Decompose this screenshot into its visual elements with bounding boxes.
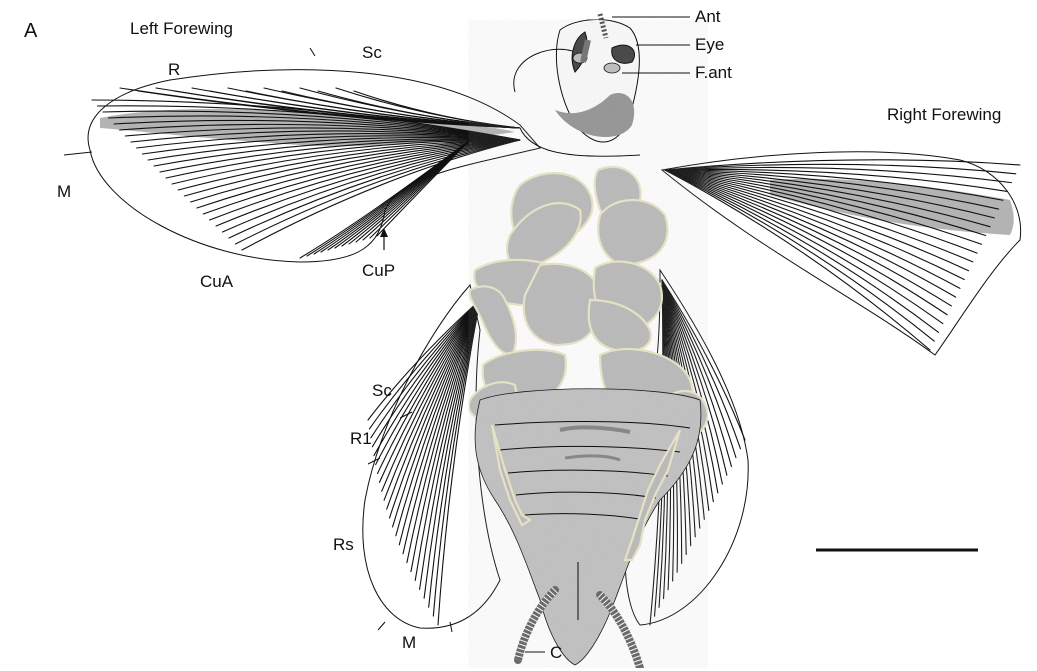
- vein-label-r: R: [168, 60, 180, 79]
- vein-label-cua: CuA: [200, 272, 234, 291]
- cerci-label: C: [550, 643, 562, 662]
- vein-label-m-left: M: [57, 182, 71, 201]
- vein-label-r1: R1: [350, 429, 372, 448]
- wing-vein: [235, 140, 520, 244]
- frontal-antenna-label: F.ant: [695, 63, 732, 82]
- left-forewing: [88, 70, 540, 262]
- vein-label-cup: CuP: [362, 261, 395, 280]
- vein-label-sc-upper: Sc: [362, 43, 382, 62]
- right-forewing: [662, 152, 1021, 355]
- left-forewing-label: Left Forewing: [130, 19, 233, 38]
- vein-label-sc-hind: Sc: [372, 381, 392, 400]
- panel-letter: A: [24, 20, 38, 42]
- eye-label: Eye: [695, 35, 724, 54]
- right-forewing-label: Right Forewing: [887, 105, 1001, 124]
- vein-label-rs: Rs: [333, 535, 354, 554]
- vein-label-m-hind: M: [402, 633, 416, 652]
- antenna-label: Ant: [695, 7, 721, 26]
